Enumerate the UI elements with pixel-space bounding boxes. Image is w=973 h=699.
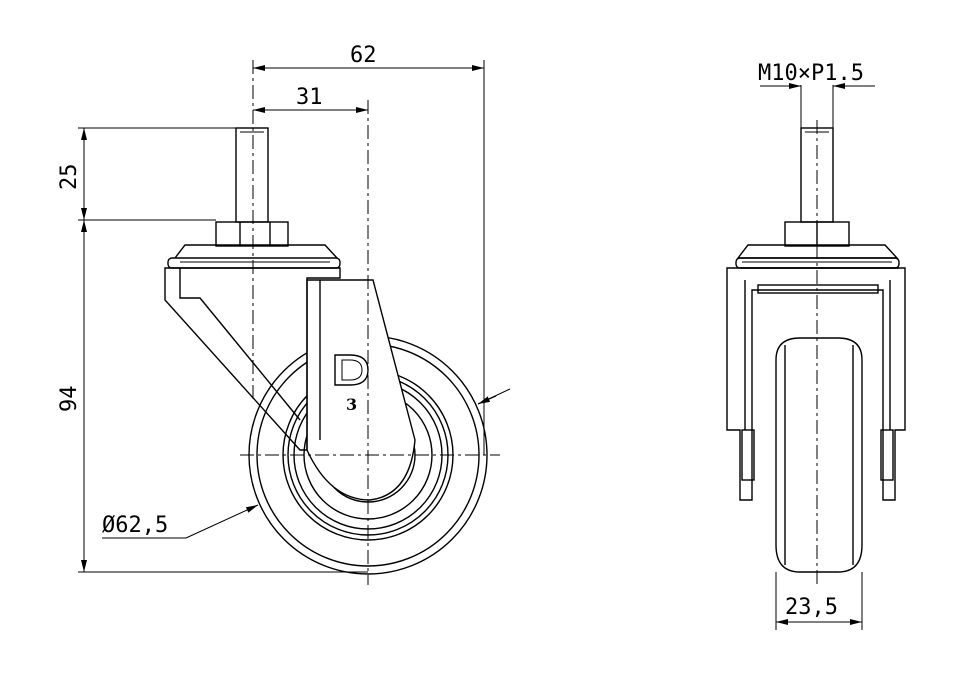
logo-number: 3: [346, 395, 357, 414]
fork-front: [726, 267, 906, 501]
side-dimensions: 62 31 25 94 Ø62,5: [57, 43, 511, 573]
nut: [215, 221, 289, 247]
front-dimensions: M10×P1.5 23,5: [758, 61, 875, 630]
front-view: [726, 120, 906, 585]
dim-overall-offset: 62: [350, 43, 377, 68]
brand-logo: 3: [334, 354, 369, 414]
dim-thread: M10×P1.5: [758, 61, 864, 86]
side-view: 3: [164, 60, 500, 585]
swivel-housing: [164, 267, 341, 451]
dim-total-height: 94: [57, 386, 82, 413]
dim-stem-offset: 31: [296, 85, 323, 110]
wheel-front: [775, 337, 863, 573]
fork-leg: [306, 279, 416, 501]
threaded-stem: [235, 127, 269, 223]
dim-stem-height: 25: [57, 164, 82, 191]
dim-wheel-width: 23,5: [785, 595, 838, 620]
dim-wheel-diameter: Ø62,5: [102, 513, 168, 538]
